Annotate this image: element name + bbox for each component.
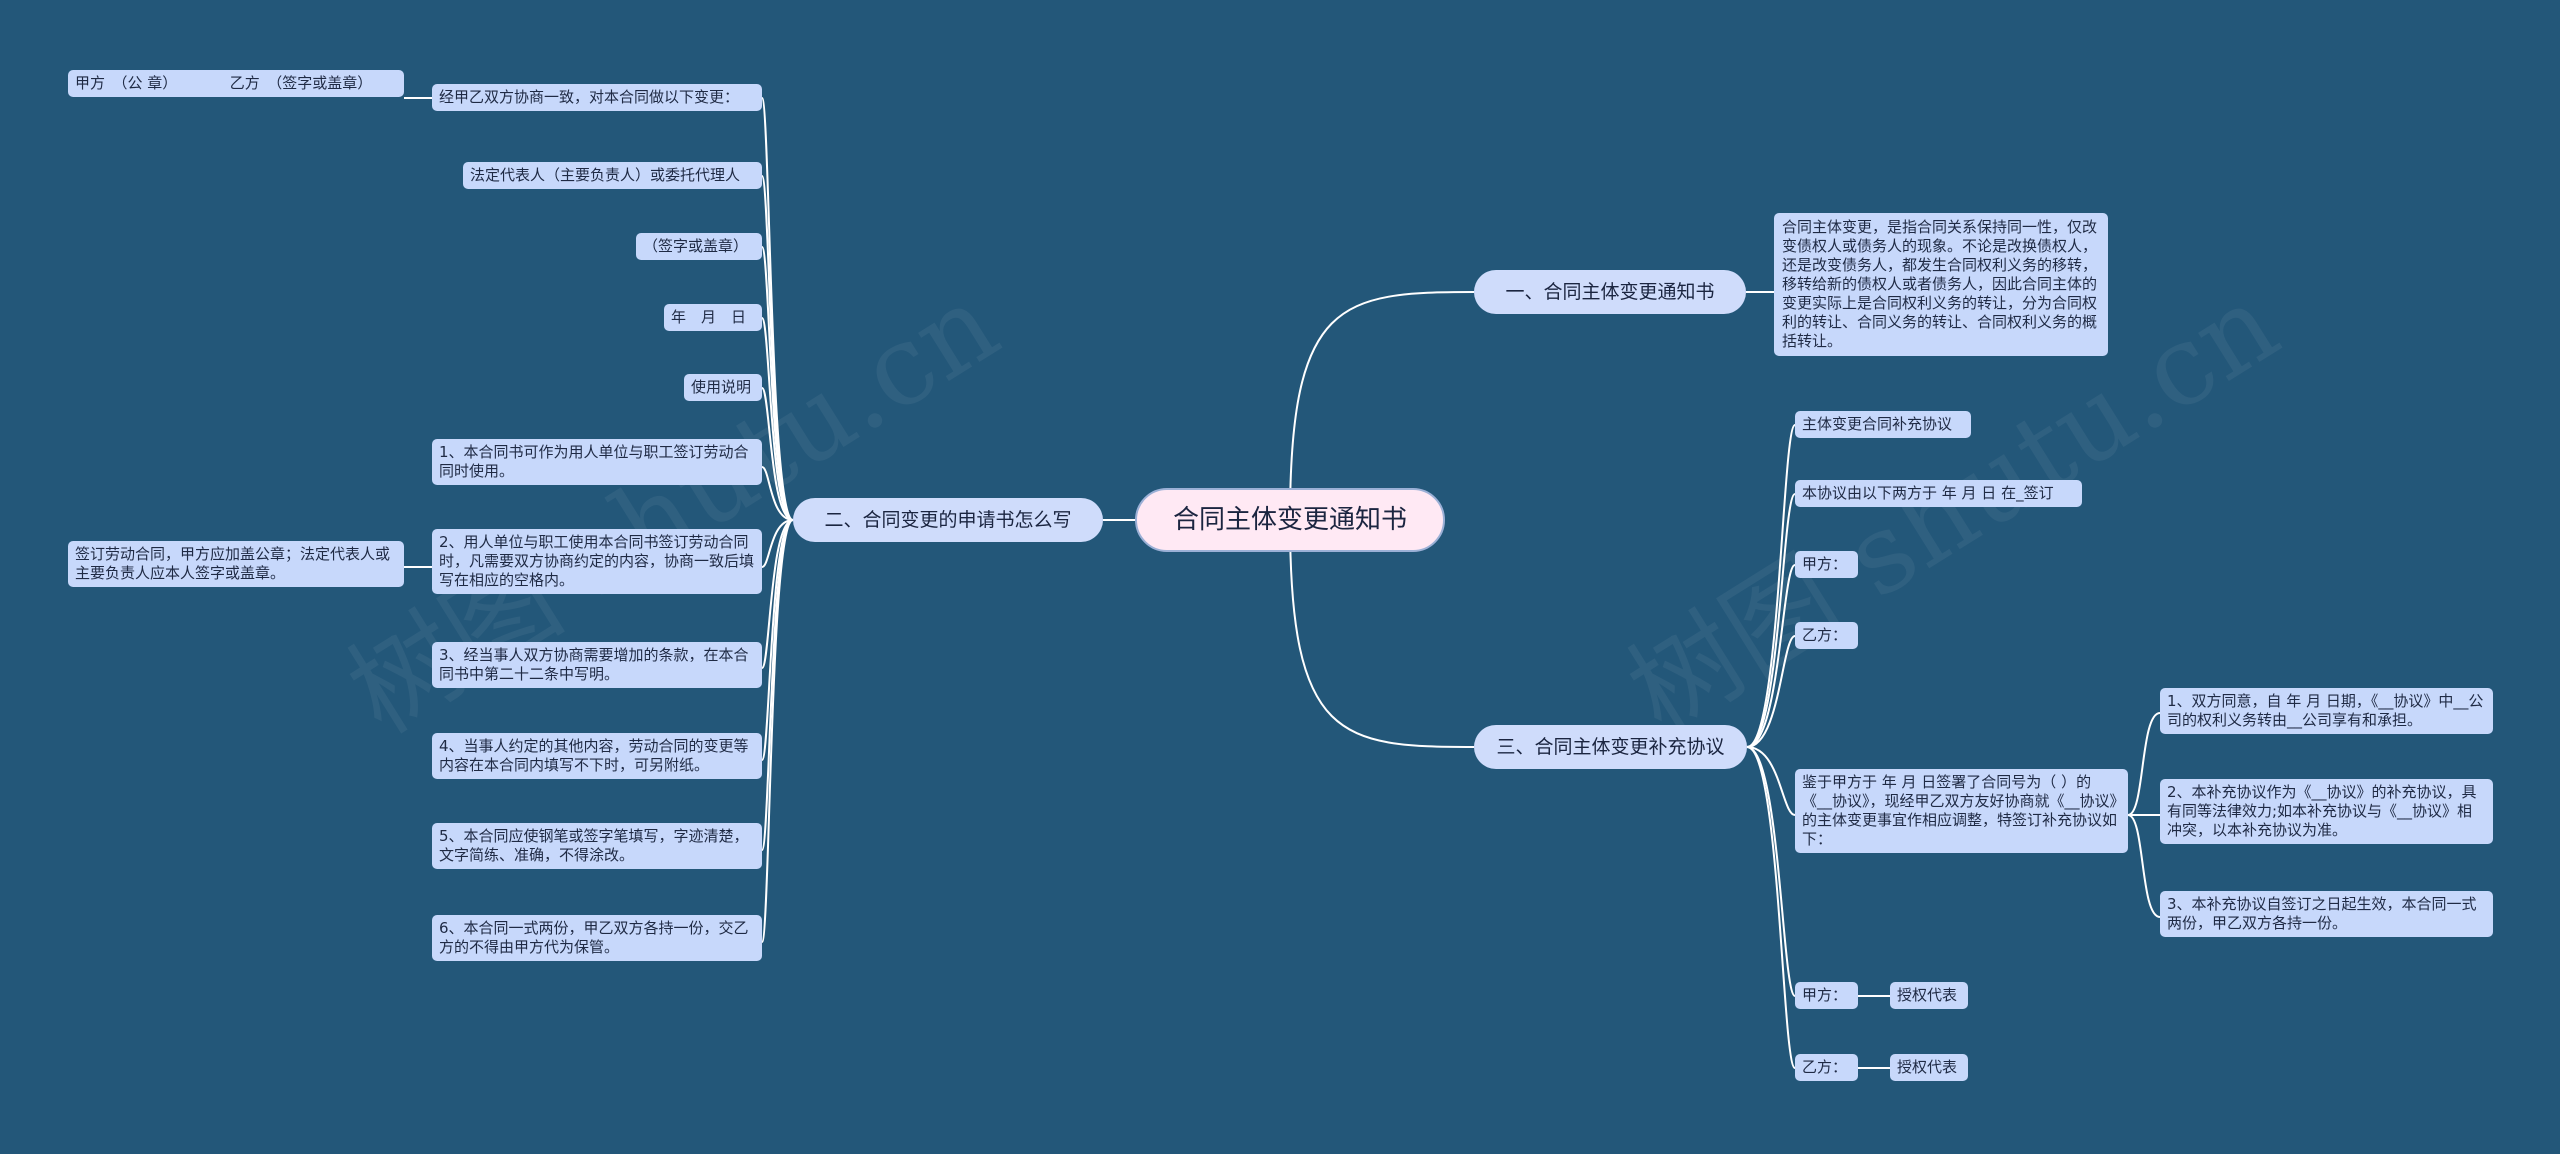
branch-2-item[interactable]: 6、本合同一式两份，甲乙双方各持一份，交乙方的不得由甲方代为保管。 bbox=[432, 915, 762, 961]
branch-3-item[interactable]: 甲方： bbox=[1795, 982, 1858, 1009]
root-topic[interactable]: 合同主体变更通知书 bbox=[1135, 488, 1445, 552]
branch-3-clause[interactable]: 1、双方同意，自 年 月 日期，《__协议》中__公司的权利义务转由__公司享有… bbox=[2160, 688, 2493, 734]
branch-1-title[interactable]: 一、合同主体变更通知书 bbox=[1474, 270, 1746, 314]
branch-2-item[interactable]: （签字或盖章） bbox=[636, 233, 762, 260]
branch-3-item[interactable]: 鉴于甲方于 年 月 日签署了合同号为（ ）的《__协议》，现经甲乙双方友好协商就… bbox=[1795, 769, 2128, 853]
branch-1-description[interactable]: 合同主体变更，是指合同关系保持同一性，仅改变债权人或债务人的现象。不论是改换债权… bbox=[1774, 213, 2108, 356]
branch-2-item[interactable]: 1、本合同书可作为用人单位与职工签订劳动合同时使用。 bbox=[432, 439, 762, 485]
branch-2-item[interactable]: 2、用人单位与职工使用本合同书签订劳动合同时，凡需要双方协商约定的内容，协商一致… bbox=[432, 529, 762, 594]
branch-3-rep-a[interactable]: 授权代表 bbox=[1890, 982, 1968, 1009]
branch-2-title[interactable]: 二、合同变更的申请书怎么写 bbox=[793, 498, 1103, 542]
branch-3-title[interactable]: 三、合同主体变更补充协议 bbox=[1474, 725, 1747, 769]
branch-3-item[interactable]: 乙方： bbox=[1795, 1054, 1858, 1081]
branch-2-item[interactable]: 年 月 日 bbox=[664, 304, 762, 331]
branch-3-item[interactable]: 乙方： bbox=[1795, 622, 1858, 649]
branch-2-item[interactable]: 法定代表人（主要负责人）或委托代理人 bbox=[463, 162, 762, 189]
branch-3-item[interactable]: 甲方： bbox=[1795, 551, 1858, 578]
branch-3-item[interactable]: 主体变更合同补充协议 bbox=[1795, 411, 1971, 438]
branch-3-clause[interactable]: 3、本补充协议自签订之日起生效，本合同一式两份，甲乙双方各持一份。 bbox=[2160, 891, 2493, 937]
branch-2-item[interactable]: 3、经当事人双方协商需要增加的条款，在本合同书中第二十二条中写明。 bbox=[432, 642, 762, 688]
branch-2-item[interactable]: 经甲乙双方协商一致，对本合同做以下变更： bbox=[432, 84, 762, 111]
branch-2-item[interactable]: 使用说明 bbox=[684, 374, 762, 401]
branch-2-item[interactable]: 4、当事人约定的其他内容，劳动合同的变更等内容在本合同内填写不下时，可另附纸。 bbox=[432, 733, 762, 779]
branch-2-subitem[interactable]: 甲方 （公 章） 乙方 （签字或盖章） bbox=[68, 70, 404, 97]
branch-2-subitem[interactable]: 签订劳动合同，甲方应加盖公章；法定代表人或主要负责人应本人签字或盖章。 bbox=[68, 541, 404, 587]
branch-2-item[interactable]: 5、本合同应使钢笔或签字笔填写，字迹清楚，文字简练、准确，不得涂改。 bbox=[432, 823, 762, 869]
branch-3-rep-b[interactable]: 授权代表 bbox=[1890, 1054, 1968, 1081]
branch-3-item[interactable]: 本协议由以下两方于 年 月 日 在_签订 bbox=[1795, 480, 2082, 507]
branch-3-clause[interactable]: 2、本补充协议作为《__协议》的补充协议，具有同等法律效力;如本补充协议与《__… bbox=[2160, 779, 2493, 844]
